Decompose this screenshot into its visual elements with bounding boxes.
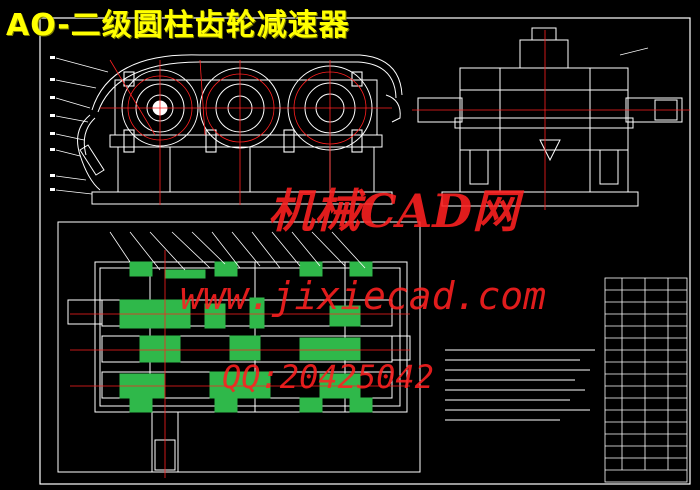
side-view-centerlines <box>412 30 690 210</box>
front-view-leaders <box>55 57 109 195</box>
top-view-centerlines <box>70 250 410 478</box>
gear-sections <box>119 261 373 413</box>
side-view-leader <box>619 47 649 56</box>
watermark-site-name: 机械CAD网 <box>268 184 519 238</box>
front-view-centerlines <box>100 59 392 205</box>
watermark-url: www.jixiecad.com <box>180 274 547 318</box>
watermark-qq: QQ:20425042 <box>222 358 434 396</box>
front-view-balloons <box>50 56 55 191</box>
technical-notes <box>445 349 595 421</box>
side-view <box>417 27 683 207</box>
parts-list <box>604 277 688 483</box>
drawing-title: AO-二级圆柱齿轮减速器 <box>6 8 350 43</box>
top-view-leaders <box>109 231 366 271</box>
drawing-frame <box>39 17 691 485</box>
